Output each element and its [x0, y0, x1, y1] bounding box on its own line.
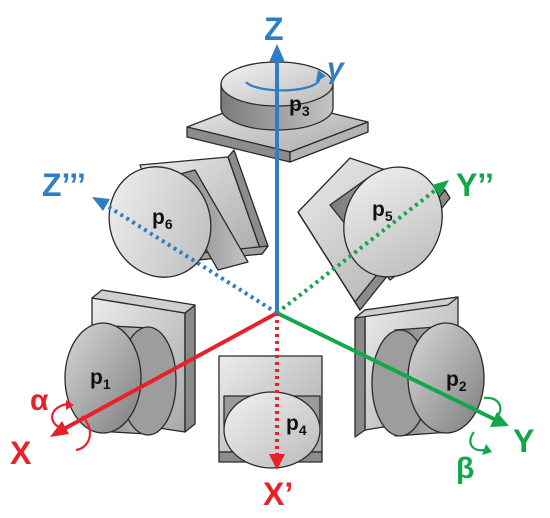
pad-p4	[218, 355, 323, 469]
alpha-label: α	[30, 384, 49, 417]
beta-label: β	[456, 452, 474, 485]
x-axis	[50, 311, 278, 437]
pad-p2-label: p2	[446, 368, 467, 394]
x-prime-label: X’	[263, 476, 293, 512]
x-prime-axis	[269, 313, 285, 470]
pad-p1	[64, 289, 196, 436]
z-triple-prime-label: Z’’’	[42, 167, 86, 203]
pad-p2	[354, 296, 485, 438]
pad-p6-label: p6	[152, 206, 173, 232]
y-double-prime-axis	[275, 180, 449, 315]
y-axis	[276, 311, 509, 427]
z-axis-label: Z	[264, 11, 284, 47]
pad-p3-label: p3	[289, 93, 310, 119]
alpha-rotation-arrow	[51, 400, 92, 452]
beta-rotation-arrow	[469, 396, 502, 455]
pad-p1-label: p1	[90, 366, 111, 392]
z-triple-prime-axis	[92, 197, 279, 315]
pad-p4-label: p4	[286, 412, 307, 438]
y-axis-label: Y	[513, 423, 534, 459]
pad-p6	[108, 149, 269, 278]
gamma-rotation-arrow	[245, 70, 326, 92]
x-axis-label: X	[10, 435, 32, 471]
pad-p5	[297, 157, 451, 311]
z-axis	[269, 44, 285, 313]
gamma-label: γ	[327, 52, 346, 85]
pad-p5-label: p5	[372, 198, 393, 224]
y-double-prime-label: Y’’	[456, 167, 494, 203]
